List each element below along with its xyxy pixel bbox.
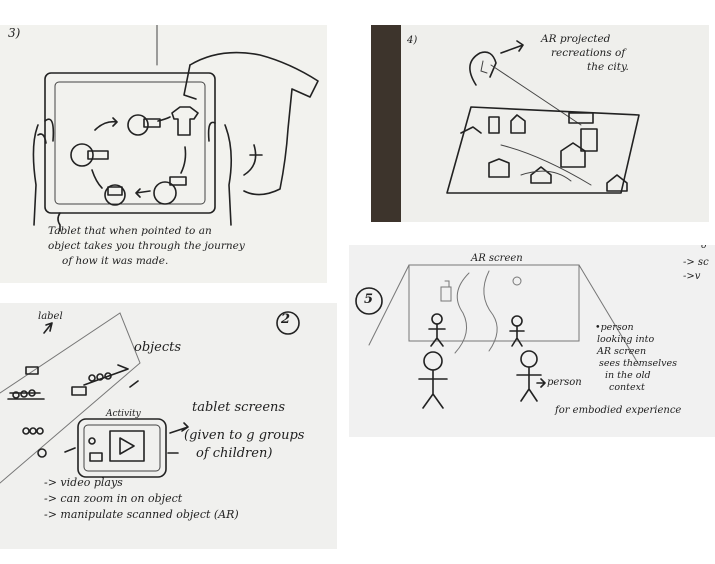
tablet-outline xyxy=(44,72,216,214)
note-line-2: looking into xyxy=(597,334,655,345)
sketch-3-number: 3) xyxy=(8,26,21,40)
sketch-5-panel: 5 AR screen person •person looking into … xyxy=(349,245,715,437)
sketch-4-panel: 4) AR projected recreations of the city. xyxy=(371,25,709,222)
note-line-4: sees themselves xyxy=(599,358,677,369)
sketch-2-number: 2 xyxy=(281,312,291,327)
sketch-3-caption-line-3: of how it was made. xyxy=(62,255,169,267)
bullet-zoom-object: -> can zoom in on object xyxy=(44,492,183,505)
sketch-3-caption-line-2: object takes you through the journey xyxy=(48,240,245,252)
edge-mark-3: ->v xyxy=(683,271,701,282)
sketch-3-drawing xyxy=(32,25,319,232)
ar-screen-label: AR screen xyxy=(471,253,523,264)
sketch-4-annotation-line-1: AR projected xyxy=(541,33,611,45)
given-to-line-1: (given to g groups xyxy=(184,428,305,443)
activity-tablet-outline xyxy=(77,418,167,478)
hand-shadow xyxy=(371,25,401,222)
tablet-screens-annotation: tablet screens xyxy=(192,400,286,415)
sketch-4-annotation-line-3: the city. xyxy=(587,61,629,73)
edge-mark-2: -> sc xyxy=(683,257,709,268)
sketch-4-number: 4) xyxy=(407,35,418,46)
sketch-3-caption-line-1: Tablet that when pointed to an xyxy=(48,225,212,237)
sketch-5-drawing xyxy=(355,264,640,409)
embodied-note: for embodied experience xyxy=(555,405,682,416)
sketch-3-panel: 3) Tablet that when pointed to an object… xyxy=(0,25,327,283)
note-line-6: context xyxy=(609,382,645,393)
label-annotation: label xyxy=(38,311,63,322)
sketch-4-drawing xyxy=(446,40,640,194)
given-to-line-2: of children) xyxy=(196,446,273,461)
objects-annotation: objects xyxy=(134,340,182,355)
bullet-manipulate-ar: -> manipulate scanned object (AR) xyxy=(44,508,239,521)
sketch-5-number: 5 xyxy=(364,292,374,307)
note-line-3: AR screen xyxy=(597,346,647,357)
edge-mark-1: o xyxy=(701,245,707,251)
sketch-4-annotation-line-2: recreations of xyxy=(551,47,626,59)
note-line-1: •person xyxy=(595,322,634,333)
note-line-5: in the old xyxy=(605,370,651,381)
sketch-2-drawing xyxy=(0,311,300,484)
person-label: person xyxy=(547,377,582,388)
activity-label: Activity xyxy=(106,409,141,419)
sketch-2-panel: 2 label objects Activity tablet screens … xyxy=(0,303,337,549)
bullet-video-plays: -> video plays xyxy=(44,476,123,489)
